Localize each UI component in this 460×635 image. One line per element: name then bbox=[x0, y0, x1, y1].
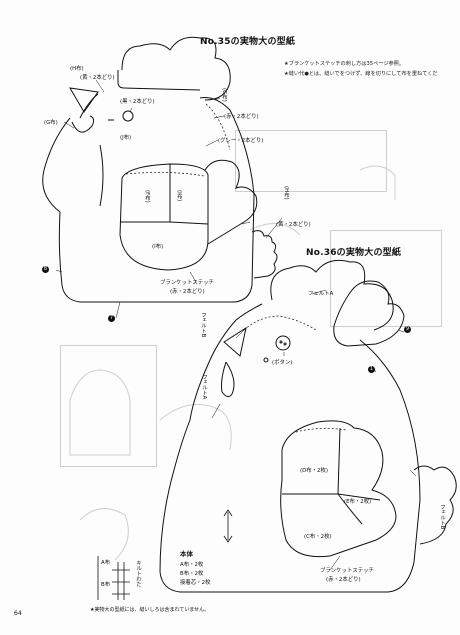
label-i-fabric-wing-2: (I布) bbox=[176, 190, 182, 202]
label-tail-stitch: (黄・2本どり) bbox=[276, 222, 311, 228]
bleed-through-shapes bbox=[69, 165, 396, 561]
badge-9: 9 bbox=[404, 326, 411, 333]
body-line-3: 接着芯・2枚 bbox=[180, 580, 211, 586]
pattern-36-outline bbox=[159, 259, 457, 593]
page-number: 64 bbox=[14, 610, 22, 617]
label-felt-b-tail: フェルトB bbox=[439, 504, 445, 530]
pattern-36-stitch-lines bbox=[243, 315, 347, 433]
pattern-36-title: No.36の実物大の型紙 bbox=[306, 248, 402, 258]
label-blanket-stitch-36: ブランケットステッチ bbox=[320, 568, 374, 574]
label-blanket-stitch-35-thread: (赤・2本どり) bbox=[170, 289, 205, 295]
label-h-fabric-thread: (黄・2本どり) bbox=[80, 75, 115, 81]
label-felt-b-beak: フェルトB bbox=[200, 312, 206, 338]
label-i-fabric-wing-3: (I布) bbox=[152, 244, 164, 250]
label-i-fabric-wing-1: (F布) bbox=[144, 190, 150, 203]
body-line-2: B布・2枚 bbox=[180, 571, 204, 577]
bleed-through-box-right bbox=[330, 230, 442, 327]
pattern-35-title: No.35の実物大の型紙 bbox=[200, 37, 296, 47]
pattern-35-stitch-lines bbox=[125, 103, 231, 177]
label-g-fabric-left: (G布) bbox=[44, 120, 58, 126]
footer-note: ★実物大の型紙には、縫いしろは含まれていません。 bbox=[90, 607, 210, 613]
label-h-fabric: (H布) bbox=[70, 66, 84, 72]
label-a-fabric: A布 bbox=[101, 560, 111, 566]
label-g-fabric-right: (G布) bbox=[221, 88, 227, 102]
instruction-note-1: ★ブランケットステッチの刺し方は35ページ参照。 bbox=[284, 61, 405, 67]
label-red-stitch: (赤・2本どり) bbox=[224, 114, 259, 120]
badge-8: 8 bbox=[42, 266, 49, 273]
label-button: (ボタン) bbox=[272, 360, 293, 366]
body-title: 本体 bbox=[180, 550, 193, 558]
pattern-35-outline bbox=[42, 36, 278, 303]
label-eye-stitch: (黒・2本どり) bbox=[120, 99, 155, 105]
pattern-36-fold-marks bbox=[97, 509, 233, 600]
label-j-fabric: (J布) bbox=[120, 135, 132, 141]
label-quilt-batting: キルトわた bbox=[135, 560, 141, 587]
instruction-note-2: ★縫い代●とは、縫いでをつけず、線を切りにして布を重ねてくだ bbox=[284, 71, 438, 77]
label-gray-stitch: (グレー・2本どり) bbox=[218, 138, 264, 144]
label-felt-a-wattle: フェルトA bbox=[201, 374, 207, 400]
bleed-through-box-mid bbox=[235, 130, 387, 192]
label-c-fabric: (C布・2枚) bbox=[304, 534, 332, 540]
label-blanket-stitch-36-thread: (赤・2本どり) bbox=[326, 577, 361, 583]
pattern-36-leaders bbox=[211, 289, 417, 571]
badge-7: 7 bbox=[108, 315, 115, 322]
label-d-fabric: (D布・2枚) bbox=[300, 468, 328, 474]
label-e-fabric: (E布・2枚) bbox=[344, 499, 372, 505]
badge-1: 1 bbox=[368, 366, 375, 373]
body-line-1: A布・2枚 bbox=[180, 562, 204, 568]
label-blanket-stitch-35: ブランケットステッチ bbox=[160, 280, 214, 286]
pattern-35-leaders bbox=[55, 79, 283, 319]
bleed-through-box-left bbox=[60, 345, 157, 467]
label-felt-a-comb: フェルトA bbox=[308, 291, 334, 297]
label-h-fabric-tail: (H布) bbox=[283, 186, 289, 200]
label-b-fabric: B布 bbox=[101, 582, 111, 588]
